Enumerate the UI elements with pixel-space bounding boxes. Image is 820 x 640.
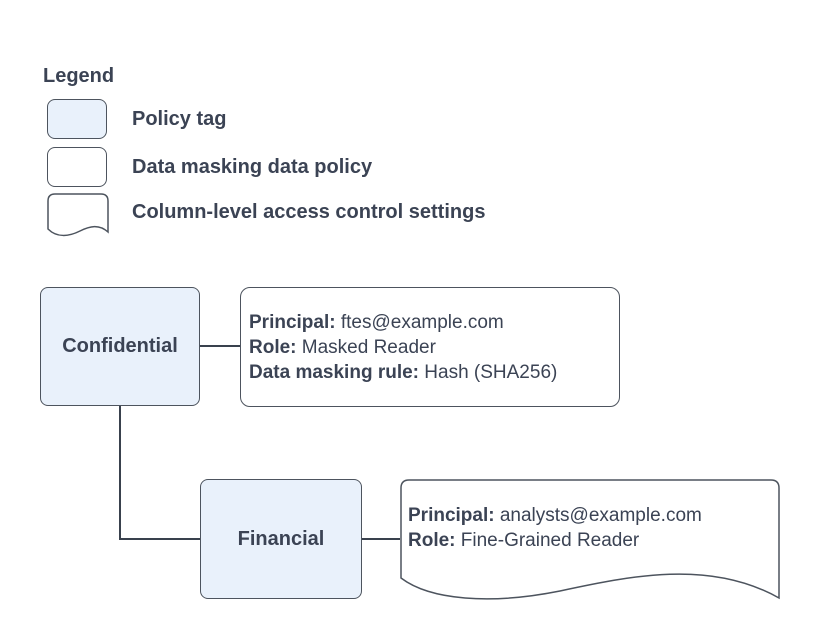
connector-financial-settings (362, 538, 400, 540)
role-value: Fine-Grained Reader (460, 530, 640, 551)
legend-label-policy-tag: Policy tag (132, 108, 227, 130)
principal-line: Principal: analysts@example.com (408, 503, 702, 528)
policy-tag-financial-label: Financial (237, 527, 325, 550)
role-value: Masked Reader (301, 336, 436, 358)
policy-tag-confidential: Confidential (40, 287, 200, 406)
policy-tag-financial: Financial (200, 479, 362, 599)
masking-rule-value: Hash (SHA256) (424, 361, 558, 383)
role-line: Role: Masked Reader (249, 335, 611, 360)
data-policy-swatch (47, 147, 107, 187)
role-label: Role: (249, 336, 297, 358)
connector-confidential-financial-horizontal (119, 538, 200, 540)
principal-value: ftes@example.com (340, 311, 504, 333)
connector-confidential-financial-vertical (119, 406, 121, 540)
column-access-settings-document (400, 479, 780, 607)
principal-label: Principal: (408, 505, 495, 526)
role-label: Role: (408, 530, 456, 551)
principal-value: analysts@example.com (499, 505, 702, 526)
masking-rule-line: Data masking rule: Hash (SHA256) (249, 360, 611, 385)
document-swatch (47, 193, 109, 241)
access-settings-text: Principal: analysts@example.com Role: Fi… (408, 503, 702, 553)
principal-label: Principal: (249, 311, 336, 333)
policy-tag-swatch (47, 99, 107, 139)
principal-line: Principal: ftes@example.com (249, 310, 611, 335)
connector-confidential-policy (200, 345, 240, 347)
legend-label-column-access: Column-level access control settings (132, 201, 486, 223)
policy-tag-confidential-label: Confidential (62, 335, 178, 357)
legend-label-data-policy: Data masking data policy (132, 156, 373, 178)
data-masking-policy-box: Principal: ftes@example.com Role: Masked… (240, 287, 620, 407)
masking-rule-label: Data masking rule: (249, 361, 419, 383)
role-line: Role: Fine-Grained Reader (408, 528, 702, 553)
legend-title: Legend (43, 65, 115, 87)
